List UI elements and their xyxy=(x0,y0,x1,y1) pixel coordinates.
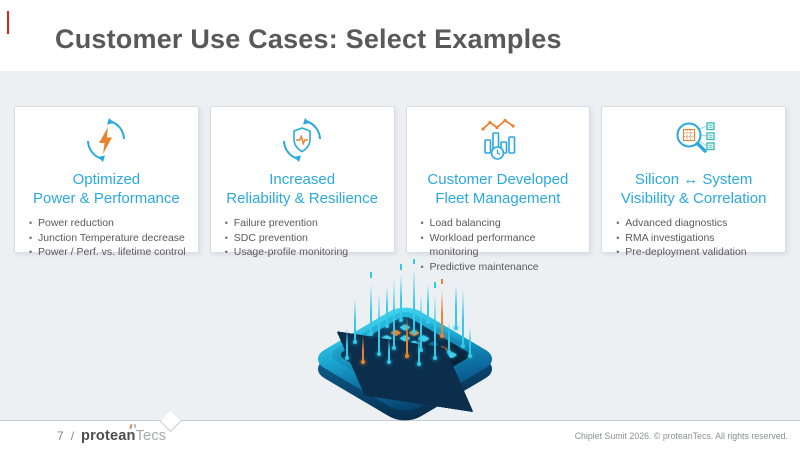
card-title: Silicon ↔ System Visibility & Correlatio… xyxy=(602,170,785,208)
data-beam xyxy=(353,298,357,344)
data-beam xyxy=(385,286,389,328)
card-title: Increased Reliability & Resilience xyxy=(211,170,394,208)
bullet-item: RMA investigations xyxy=(615,231,779,246)
reliability-shield-icon xyxy=(211,115,394,165)
bullet-item: SDC prevention xyxy=(224,231,388,246)
beam-dash xyxy=(441,279,443,284)
card-bullets: Power reduction Junction Temperature dec… xyxy=(15,216,198,260)
data-beam xyxy=(454,284,458,330)
chip-dot xyxy=(389,329,402,337)
card-title: Optimized Power & Performance xyxy=(15,170,198,208)
data-beam xyxy=(387,338,391,364)
bullet-item: Workload performance monitoring xyxy=(420,231,584,260)
data-beam xyxy=(399,274,403,322)
bullet-item: Power reduction xyxy=(28,216,192,231)
footer: 7 / proteanTecs Chiplet Sumit 2026. © pr… xyxy=(0,422,800,450)
data-beam xyxy=(447,322,451,354)
card-title-line2: Power & Performance xyxy=(33,190,180,207)
data-beam xyxy=(412,268,416,334)
power-performance-icon xyxy=(15,115,198,165)
data-beam xyxy=(461,290,465,348)
card-title-line1: Customer Developed xyxy=(427,171,569,188)
data-beam xyxy=(392,278,396,350)
bullet-item: Usage-profile monitoring xyxy=(224,245,388,260)
card-title-line2: Reliability & Resilience xyxy=(226,190,378,207)
card-silicon-system-visibility: Silicon ↔ System Visibility & Correlatio… xyxy=(601,106,786,259)
logo-text-bold: protean xyxy=(81,428,136,444)
bullet-item: Failure prevention xyxy=(224,216,388,231)
data-beam xyxy=(417,334,421,366)
proteantecs-logo: proteanTecs xyxy=(81,423,167,444)
card-title-line1: Increased xyxy=(269,171,336,188)
page-separator: / xyxy=(70,429,75,443)
data-beam xyxy=(361,336,365,364)
beam-dash xyxy=(400,264,402,270)
card-title-line1: Silicon ↔ System xyxy=(634,171,753,188)
chip-dot xyxy=(337,331,473,412)
data-beam xyxy=(369,284,373,336)
card-bullets: Advanced diagnostics RMA investigations … xyxy=(602,216,785,260)
data-beam xyxy=(345,328,349,360)
bullet-item: Predictive maintenance xyxy=(420,260,584,275)
beam-dash xyxy=(370,272,372,278)
bullet-item: Load balancing xyxy=(420,216,584,231)
data-beam xyxy=(377,292,381,356)
bullet-item: Advanced diagnostics xyxy=(615,216,779,231)
card-increased-reliability: Increased Reliability & Resilience Failu… xyxy=(209,106,395,259)
chip-dot xyxy=(399,324,411,331)
card-title: Customer Developed Fleet Management xyxy=(407,170,590,208)
card-bullets: Failure prevention SDC prevention Usage-… xyxy=(211,216,394,260)
card-optimized-power-performance: Optimized Power & Performance Power redu… xyxy=(14,106,199,259)
logo-text-light: Tecs xyxy=(135,428,167,444)
data-beam xyxy=(405,316,409,358)
bullet-item: Power / Perf. vs. lifetime control xyxy=(28,245,192,260)
bullet-item: Pre-deployment validation xyxy=(615,245,779,260)
beam-dash xyxy=(413,259,415,264)
card-fleet-management: Customer Developed Fleet Management Load… xyxy=(405,106,591,274)
card-title-line2: Fleet Management xyxy=(435,190,561,207)
data-beam xyxy=(419,294,423,352)
brand-accent-mark xyxy=(7,11,9,34)
data-beam xyxy=(468,328,472,358)
card-bullets: Load balancing Workload performance moni… xyxy=(407,216,590,274)
page-title: Customer Use Cases: Select Examples xyxy=(55,24,562,54)
page-number: 7 xyxy=(57,429,64,443)
data-beam xyxy=(440,290,444,338)
data-beam xyxy=(433,294,437,360)
logo-pulse-icon xyxy=(129,423,138,430)
data-beam xyxy=(426,284,430,324)
silicon-system-icon xyxy=(602,115,785,165)
card-title-line1: Optimized xyxy=(72,171,141,188)
copyright-text: Chiplet Sumit 2026. © proteanTecs. All r… xyxy=(574,431,788,441)
use-case-cards: Optimized Power & Performance Power redu… xyxy=(14,106,786,274)
chip-illustration xyxy=(298,259,512,426)
card-title-line2: Visibility & Correlation xyxy=(620,190,767,207)
bullet-item: Junction Temperature decrease xyxy=(28,231,192,246)
fleet-analytics-icon xyxy=(407,115,590,165)
beam-dash xyxy=(434,282,436,288)
